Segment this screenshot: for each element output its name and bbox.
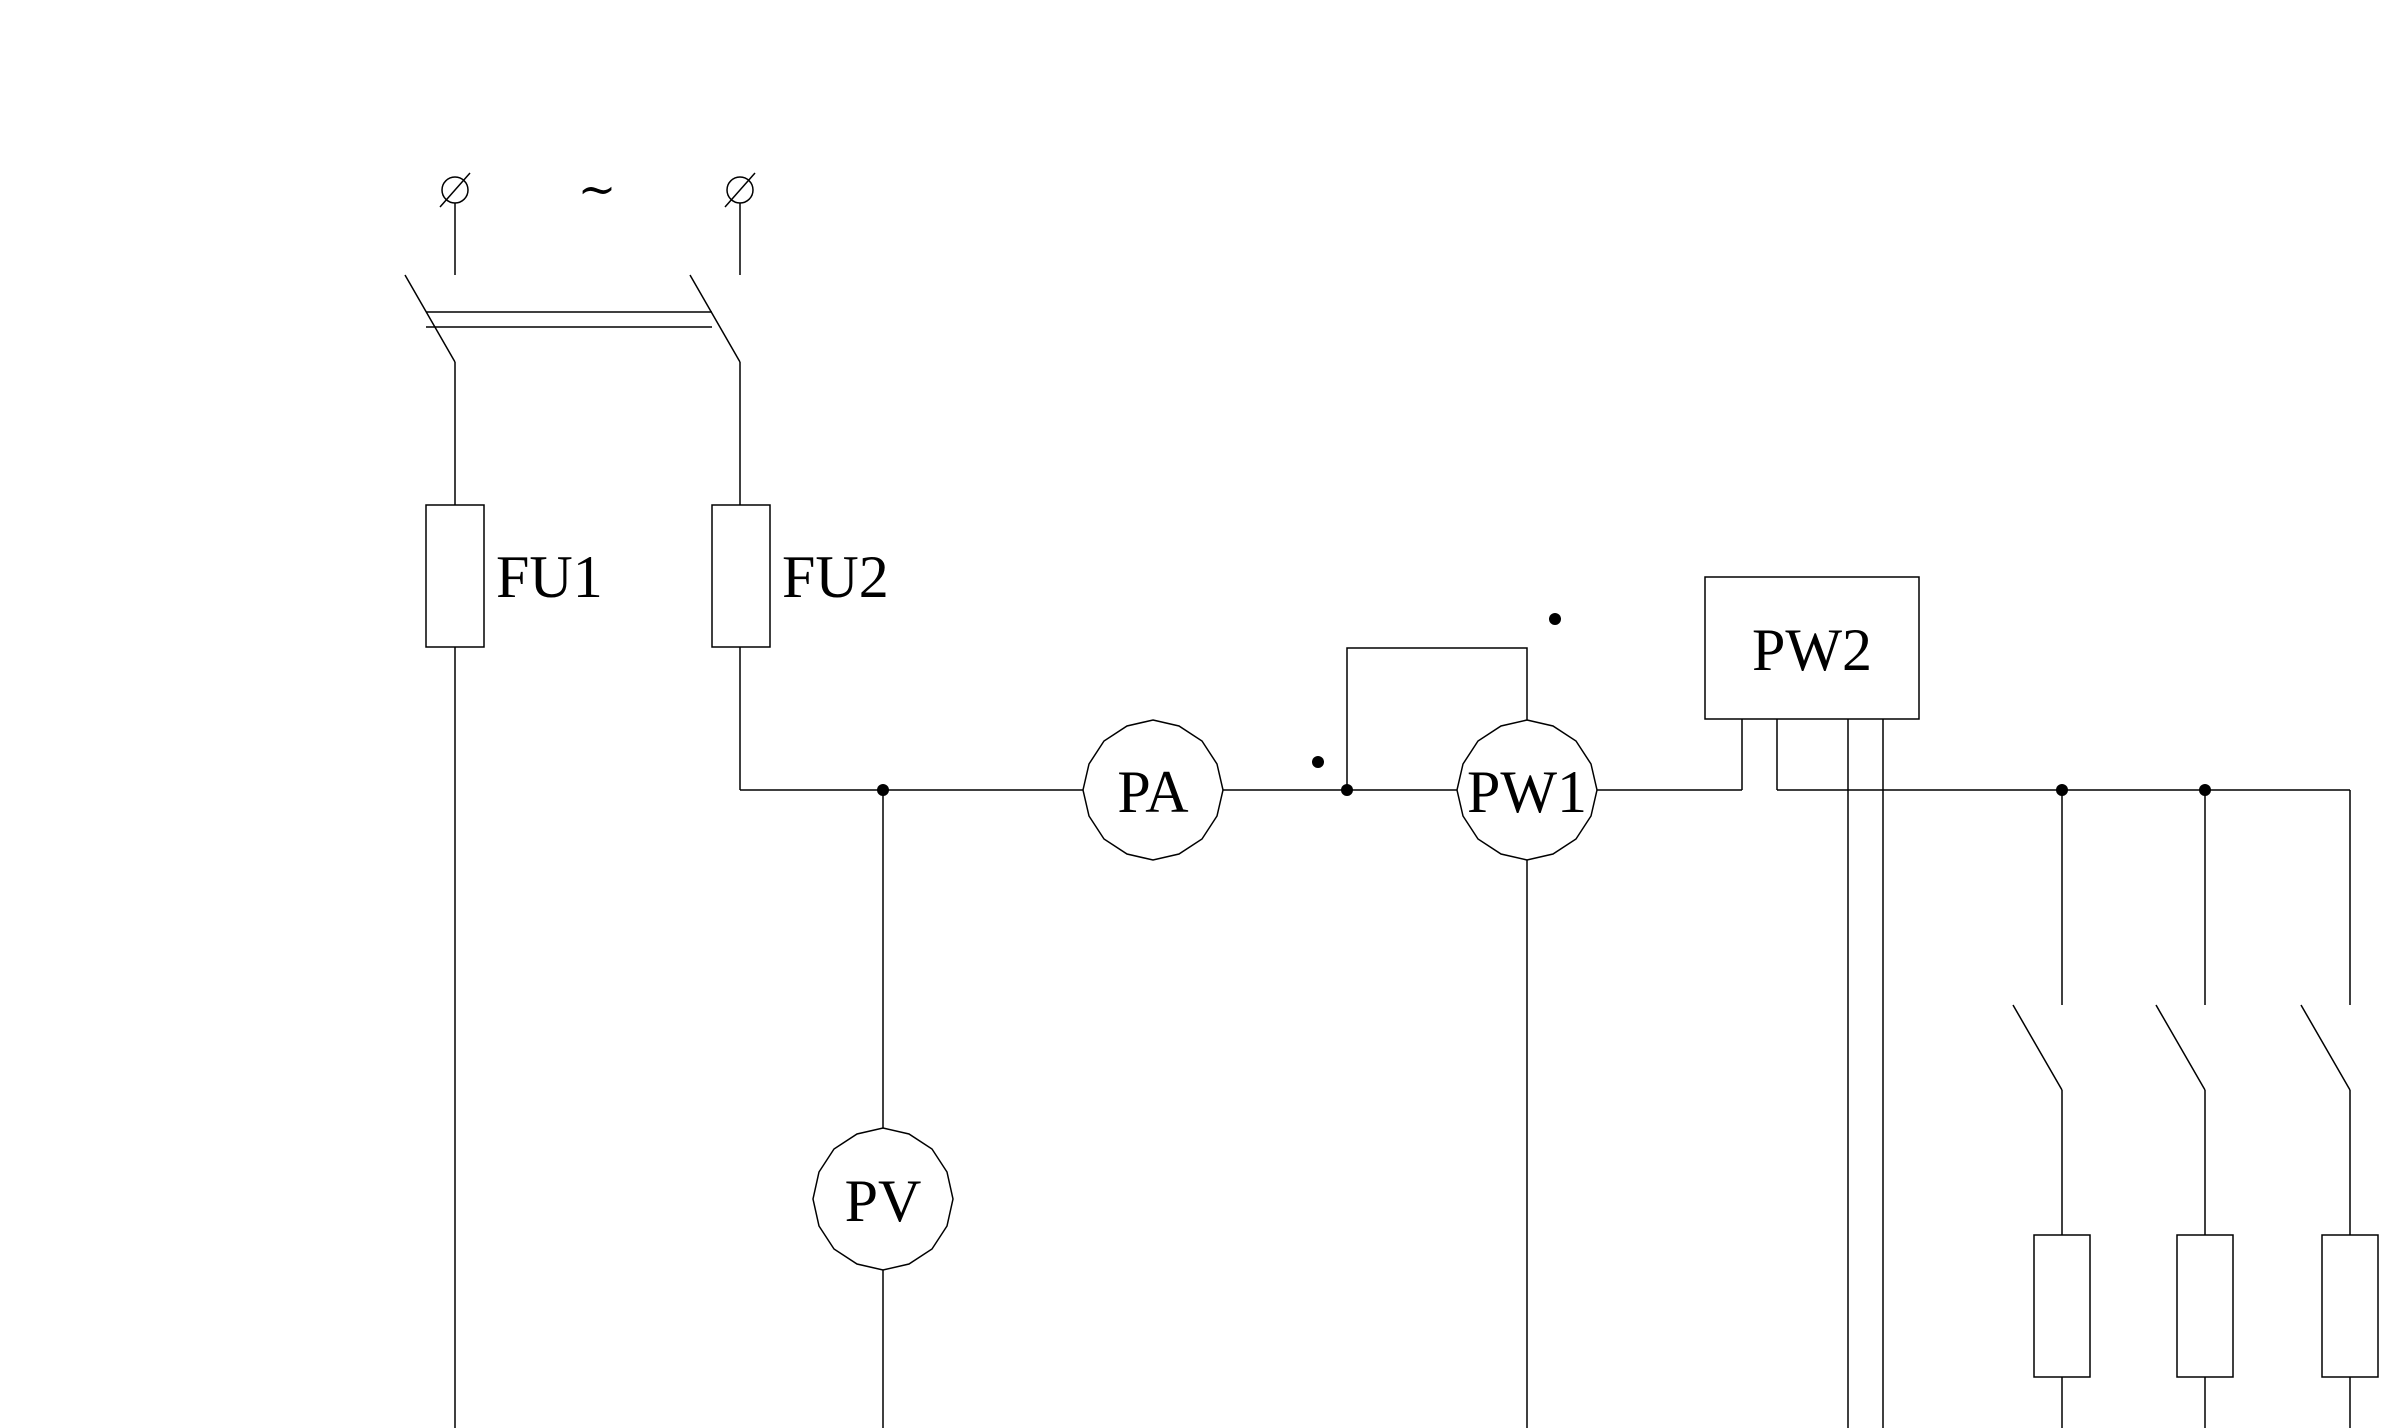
terminal-left bbox=[439, 172, 471, 275]
voltmeter-pv-label: PV bbox=[845, 1168, 922, 1234]
wattmeter-pw1 bbox=[1456, 719, 1598, 861]
fuse-fu2 bbox=[711, 504, 771, 648]
voltmeter-pv bbox=[812, 1127, 954, 1271]
ammeter-pa bbox=[1082, 719, 1224, 861]
wattmeter-pw2-label: PW2 bbox=[1752, 617, 1872, 683]
wire-pw1-voltage-loop bbox=[1346, 647, 1528, 790]
fuse-fu1-label: FU1 bbox=[496, 544, 603, 610]
ac-symbol: ~ bbox=[578, 162, 617, 216]
double-pole-switch bbox=[404, 274, 741, 363]
fuse-fu1 bbox=[425, 504, 485, 648]
polarity-mark bbox=[1549, 613, 1561, 625]
load-branch-3 bbox=[2300, 790, 2379, 1428]
load-branch-2 bbox=[2155, 790, 2234, 1428]
load-branch-1 bbox=[2012, 790, 2091, 1428]
wattmeter-pw2 bbox=[1704, 576, 1920, 720]
ammeter-pa-label: PA bbox=[1117, 759, 1188, 825]
fuse-fu2-label: FU2 bbox=[782, 544, 889, 610]
terminal-right bbox=[724, 172, 756, 275]
polarity-mark bbox=[1312, 756, 1324, 768]
wattmeter-pw1-label: PW1 bbox=[1467, 759, 1587, 825]
